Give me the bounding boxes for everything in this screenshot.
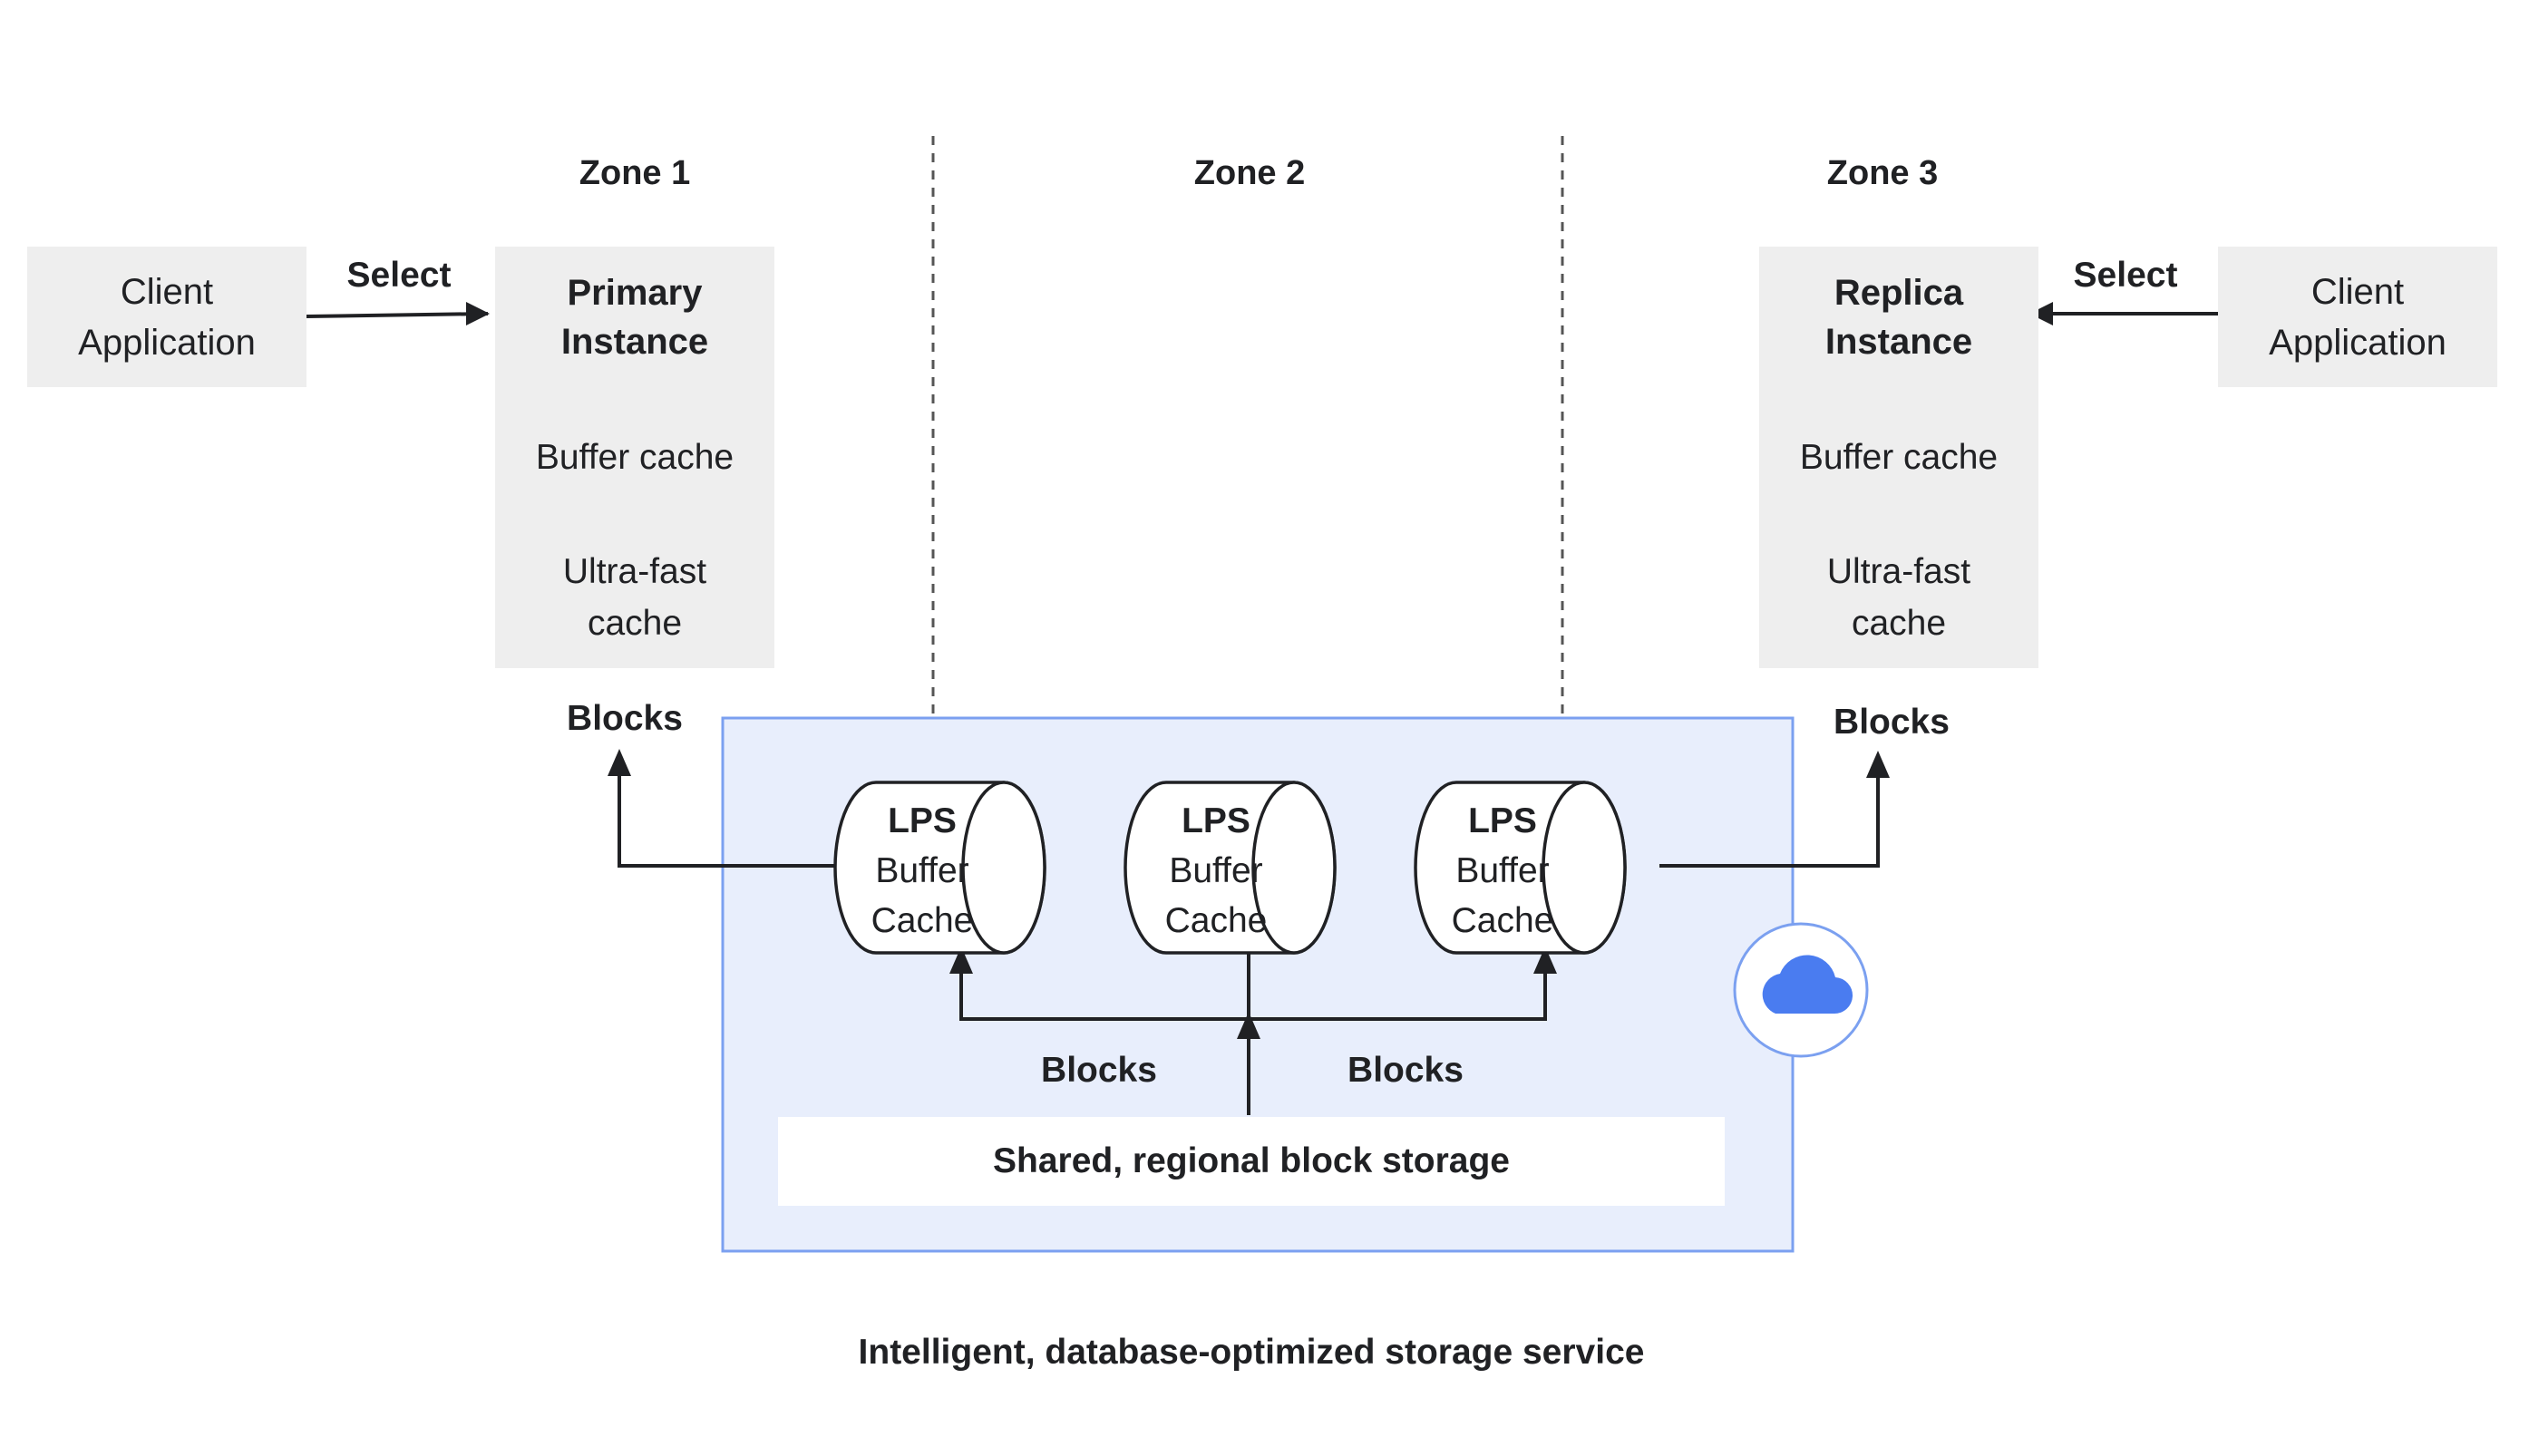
select-arrow-left [306, 312, 489, 318]
replica-ultra-line1: Ultra-fast [1826, 552, 1971, 591]
lps-3-title: LPS [1468, 801, 1537, 840]
client-left-line1: Client [120, 271, 214, 312]
lps-2-title: LPS [1182, 801, 1250, 840]
client-left-line2: Application [78, 322, 256, 363]
blocks-label-inner-right: Blocks [1347, 1051, 1464, 1090]
replica-instance: Replica Instance Buffer cache Ultra-fast… [1759, 247, 2038, 668]
replica-title-line2: Instance [1824, 322, 1973, 362]
primary-title-line1: Primary [567, 273, 703, 313]
lps-1-line2: Buffer [875, 851, 969, 890]
lps-left-head [949, 946, 973, 974]
select-arrow-right-head [2029, 302, 2053, 325]
client-application-right: Client Application [2218, 247, 2497, 387]
replica-instance-title: Replica Instance [1759, 268, 2038, 366]
lps-1-text: LPS Buffer Cache [841, 796, 1003, 946]
primary-ultra-line2: cache [587, 604, 683, 643]
blocks-arrow-to-replica [1659, 772, 1880, 868]
replica-ultra-line2: cache [1851, 604, 1947, 643]
blocks-label-primary: Blocks [567, 699, 683, 738]
replica-buffer-cache: Buffer cache [1799, 438, 1999, 477]
client-right-line1: Client [2310, 271, 2405, 312]
diagram-caption: Intelligent, database-optimized storage … [858, 1333, 1645, 1372]
select-label-left: Select [346, 256, 452, 295]
replica-ultra-fast-cache: Ultra-fast cache [1759, 546, 2038, 649]
lps-distribution-line [959, 965, 1547, 1021]
zone-2-label: Zone 2 [1193, 153, 1306, 192]
lps-2-line2: Buffer [1169, 851, 1263, 890]
primary-title-line2: Instance [560, 322, 709, 362]
blocks-arrow-to-replica-head [1866, 751, 1890, 778]
client-application-left: Client Application [27, 247, 306, 387]
primary-buffer-cache: Buffer cache [535, 438, 734, 477]
lps-cylinder-2 [1124, 781, 1337, 955]
lps-1-line3: Cache [871, 901, 974, 940]
primary-ultra-fast-cache: Ultra-fast cache [495, 546, 774, 649]
lps-right-head [1533, 946, 1557, 974]
blocks-arrow-to-primary [618, 771, 836, 868]
lps-3-line3: Cache [1451, 901, 1554, 940]
zone-3-label: Zone 3 [1826, 153, 1939, 192]
blocks-label-inner-left: Blocks [1041, 1051, 1157, 1090]
select-label-right: Select [2073, 256, 2178, 295]
lps-1-title: LPS [888, 801, 957, 840]
cloud-icon [1762, 955, 1853, 1014]
primary-instance: Primary Instance Buffer cache Ultra-fast… [495, 247, 774, 668]
zone-1-label: Zone 1 [579, 153, 691, 192]
lps-cylinder-3 [1414, 781, 1627, 955]
blocks-arrow-to-primary-head [608, 749, 631, 776]
storage-stem-head [1237, 1012, 1260, 1039]
shared-storage-label: Shared, regional block storage [993, 1141, 1510, 1180]
lps-3-text: LPS Buffer Cache [1422, 796, 1583, 946]
select-arrow-left-head [466, 302, 490, 325]
lps-3-line2: Buffer [1455, 851, 1550, 890]
cloud-badge [1733, 922, 1869, 1058]
client-right-line2: Application [2269, 322, 2447, 363]
shared-storage-box [778, 1117, 1725, 1206]
primary-ultra-line1: Ultra-fast [562, 552, 707, 591]
replica-title-line1: Replica [1834, 273, 1964, 313]
primary-instance-title: Primary Instance [495, 268, 774, 366]
lps-2-text: LPS Buffer Cache [1135, 796, 1297, 946]
lps-cylinder-1 [833, 781, 1046, 955]
lps-2-line3: Cache [1164, 901, 1268, 940]
blocks-label-replica: Blocks [1834, 703, 1950, 742]
